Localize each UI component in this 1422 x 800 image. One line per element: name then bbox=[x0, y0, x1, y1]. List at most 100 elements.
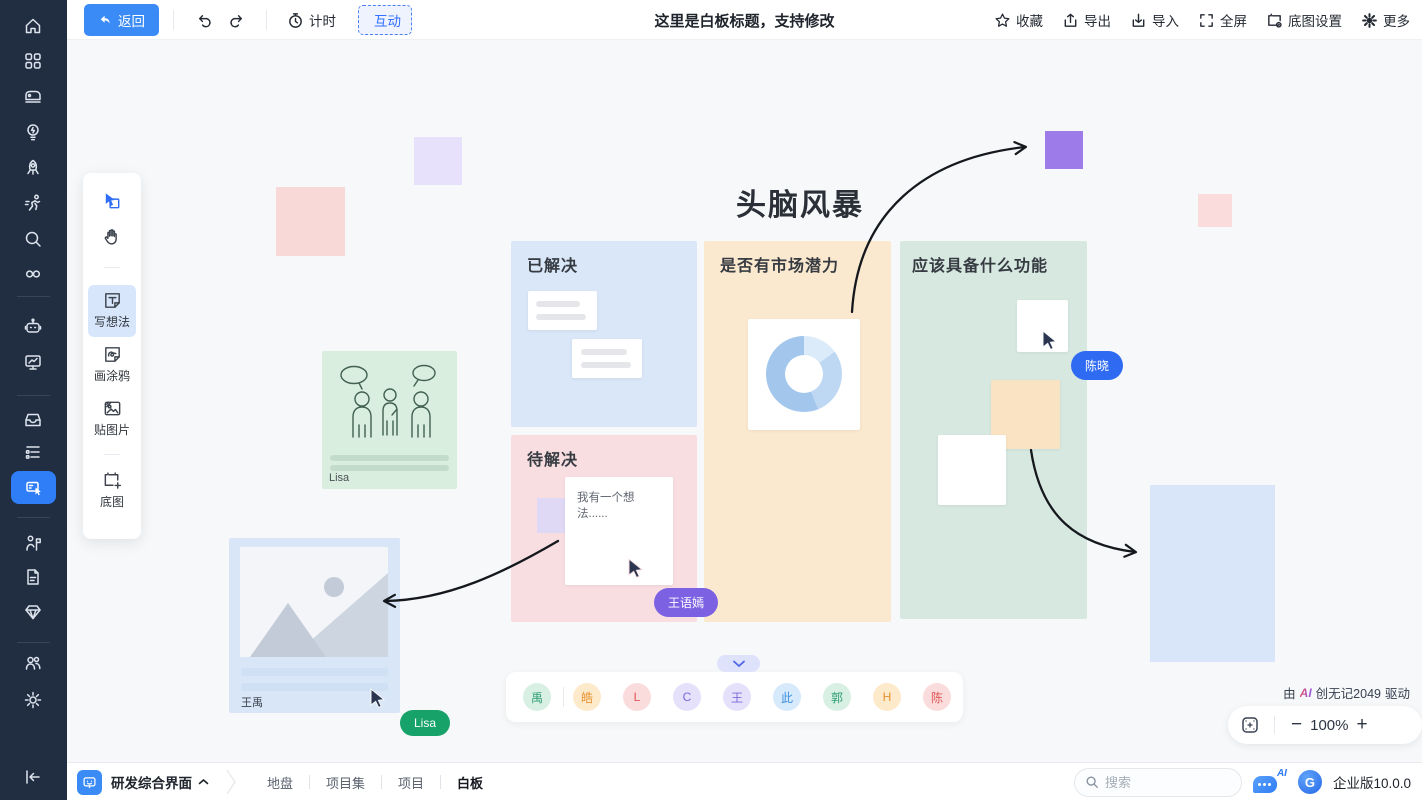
apps-grid-icon[interactable] bbox=[13, 47, 53, 75]
hand-tool[interactable] bbox=[83, 226, 141, 247]
canvas-tool-panel: 写想法 画涂鸦 贴图片 底图 bbox=[83, 173, 141, 539]
avatar[interactable]: 皓 bbox=[573, 683, 601, 711]
small-lavender-square[interactable] bbox=[537, 498, 565, 533]
avatar[interactable]: 禹 bbox=[523, 683, 551, 711]
avatar[interactable]: 郭 bbox=[823, 683, 851, 711]
home-icon[interactable] bbox=[13, 12, 53, 40]
settings-gear-icon[interactable] bbox=[13, 686, 53, 714]
undo-icon[interactable] bbox=[191, 7, 217, 33]
avatar[interactable]: 陈 bbox=[923, 683, 951, 711]
placeholder-line bbox=[241, 683, 388, 691]
tab-program[interactable]: 项目集 bbox=[326, 775, 366, 791]
base-settings-label: 底图设置 bbox=[1288, 14, 1342, 29]
tab-project[interactable]: 项目 bbox=[398, 775, 425, 791]
interact-button[interactable]: 互动 bbox=[358, 5, 412, 35]
column-features[interactable]: 应该具备什么功能 bbox=[900, 241, 1087, 619]
column-market[interactable]: 是否有市场潜力 bbox=[704, 241, 891, 622]
canvas-rect-blue[interactable] bbox=[1150, 485, 1275, 662]
image-card[interactable]: 王禹 bbox=[229, 538, 400, 713]
bottom-right-group: AI G 企业版10.0.0 bbox=[1073, 763, 1411, 800]
paste-image-tool[interactable]: 贴图片 bbox=[83, 398, 141, 438]
placeholder-line bbox=[581, 349, 627, 355]
canvas-square-pink[interactable] bbox=[276, 187, 345, 256]
blank-sticky[interactable] bbox=[938, 435, 1006, 505]
sticky-card[interactable] bbox=[528, 291, 597, 330]
doodle-label: 画涂鸦 bbox=[93, 369, 130, 383]
sticky-card[interactable] bbox=[572, 339, 642, 378]
canvas-square-purple[interactable] bbox=[1045, 131, 1083, 169]
bottom-navigation-bar: 研发综合界面 地盘 项目集 项目 白板 AI G bbox=[67, 762, 1422, 800]
write-idea-tool[interactable]: 写想法 bbox=[83, 290, 141, 330]
search-input[interactable] bbox=[1104, 774, 1225, 790]
timer-button[interactable]: 计时 bbox=[287, 10, 336, 30]
import-label: 导入 bbox=[1152, 14, 1179, 29]
presentation-chart-icon[interactable] bbox=[13, 348, 53, 376]
timer-label: 计时 bbox=[309, 14, 336, 29]
board-heading-text[interactable]: 头脑风暴 bbox=[736, 189, 864, 222]
interact-label: 互动 bbox=[374, 14, 401, 29]
sketch-card[interactable]: Lisa bbox=[322, 351, 457, 489]
ai-mark-icon: AI bbox=[1299, 685, 1312, 700]
avatar[interactable]: 此 bbox=[773, 683, 801, 711]
train-icon[interactable] bbox=[13, 83, 53, 111]
board-title-editable[interactable]: 这里是白板标题，支持修改 bbox=[654, 12, 835, 30]
zoom-control-bar: − 100% + bbox=[1228, 706, 1422, 744]
canvas-square-lavender[interactable] bbox=[414, 137, 462, 185]
fullscreen-button[interactable]: 全屏 bbox=[1198, 10, 1247, 30]
document-icon[interactable] bbox=[13, 563, 53, 591]
avatar[interactable]: 王 bbox=[723, 683, 751, 711]
zoom-level[interactable]: 100% bbox=[1310, 716, 1349, 734]
diamond-icon[interactable] bbox=[13, 598, 53, 626]
collapse-sidebar-icon[interactable] bbox=[13, 763, 53, 791]
whiteboard-canvas[interactable]: 头脑风暴 已解决 待解决 我有一个想法...... 是否有市场潜力 bbox=[67, 40, 1422, 762]
tab-whiteboard-active[interactable]: 白板 bbox=[457, 775, 484, 791]
ai-chat-button[interactable]: AI bbox=[1252, 768, 1287, 796]
idea-note-card[interactable]: 我有一个想法...... bbox=[565, 477, 673, 585]
chevron-up-icon[interactable] bbox=[198, 778, 209, 786]
person-flag-icon[interactable] bbox=[13, 529, 53, 557]
donut-chart-card[interactable] bbox=[748, 319, 860, 430]
base-settings-icon bbox=[1266, 12, 1283, 29]
fit-screen-icon[interactable] bbox=[1228, 715, 1266, 735]
workspace-name[interactable]: 研发综合界面 bbox=[111, 776, 192, 791]
redo-icon[interactable] bbox=[223, 7, 249, 33]
doodle-tool[interactable]: 画涂鸦 bbox=[83, 344, 141, 384]
workspace-app-icon[interactable] bbox=[77, 769, 102, 795]
robot-icon[interactable] bbox=[13, 313, 53, 341]
favorite-button[interactable]: 收藏 bbox=[994, 10, 1043, 30]
inbox-mail-icon[interactable] bbox=[13, 406, 53, 434]
toolbar-divider bbox=[266, 10, 267, 30]
outline-list-icon[interactable] bbox=[13, 438, 53, 466]
select-tool[interactable] bbox=[83, 191, 141, 212]
zoom-in-button[interactable]: + bbox=[1356, 714, 1368, 735]
users-icon[interactable] bbox=[13, 649, 53, 677]
avatar[interactable]: L bbox=[623, 683, 651, 711]
export-icon bbox=[1062, 12, 1079, 29]
export-label: 导出 bbox=[1084, 14, 1111, 29]
more-button[interactable]: 更多 bbox=[1361, 10, 1410, 30]
back-button[interactable]: 返回 bbox=[84, 4, 159, 36]
export-button[interactable]: 导出 bbox=[1062, 10, 1111, 30]
app-sidebar bbox=[0, 0, 67, 800]
canvas-square-pink-small[interactable] bbox=[1198, 194, 1232, 227]
brand-logo-icon[interactable]: G bbox=[1297, 770, 1322, 794]
search-box[interactable] bbox=[1073, 767, 1242, 797]
infinity-icon[interactable] bbox=[13, 260, 53, 288]
avatar[interactable]: H bbox=[873, 683, 901, 711]
avatar[interactable]: C bbox=[673, 683, 701, 711]
column-market-label: 是否有市场潜力 bbox=[720, 258, 840, 275]
fullscreen-label: 全屏 bbox=[1220, 14, 1247, 29]
column-solved[interactable]: 已解决 bbox=[511, 241, 697, 427]
lightbulb-icon[interactable] bbox=[13, 118, 53, 146]
tab-territory[interactable]: 地盘 bbox=[267, 775, 294, 791]
collapse-presence-button[interactable] bbox=[717, 655, 760, 672]
rocket-icon[interactable] bbox=[13, 154, 53, 182]
base-settings-button[interactable]: 底图设置 bbox=[1266, 10, 1342, 30]
whiteboard-tool-active[interactable] bbox=[11, 471, 56, 504]
runner-icon[interactable] bbox=[13, 189, 53, 217]
zoom-out-button[interactable]: − bbox=[1291, 714, 1303, 735]
placeholder-line bbox=[536, 314, 586, 320]
base-map-tool[interactable]: 底图 bbox=[83, 470, 141, 510]
import-button[interactable]: 导入 bbox=[1130, 10, 1179, 30]
search-icon[interactable] bbox=[13, 225, 53, 253]
